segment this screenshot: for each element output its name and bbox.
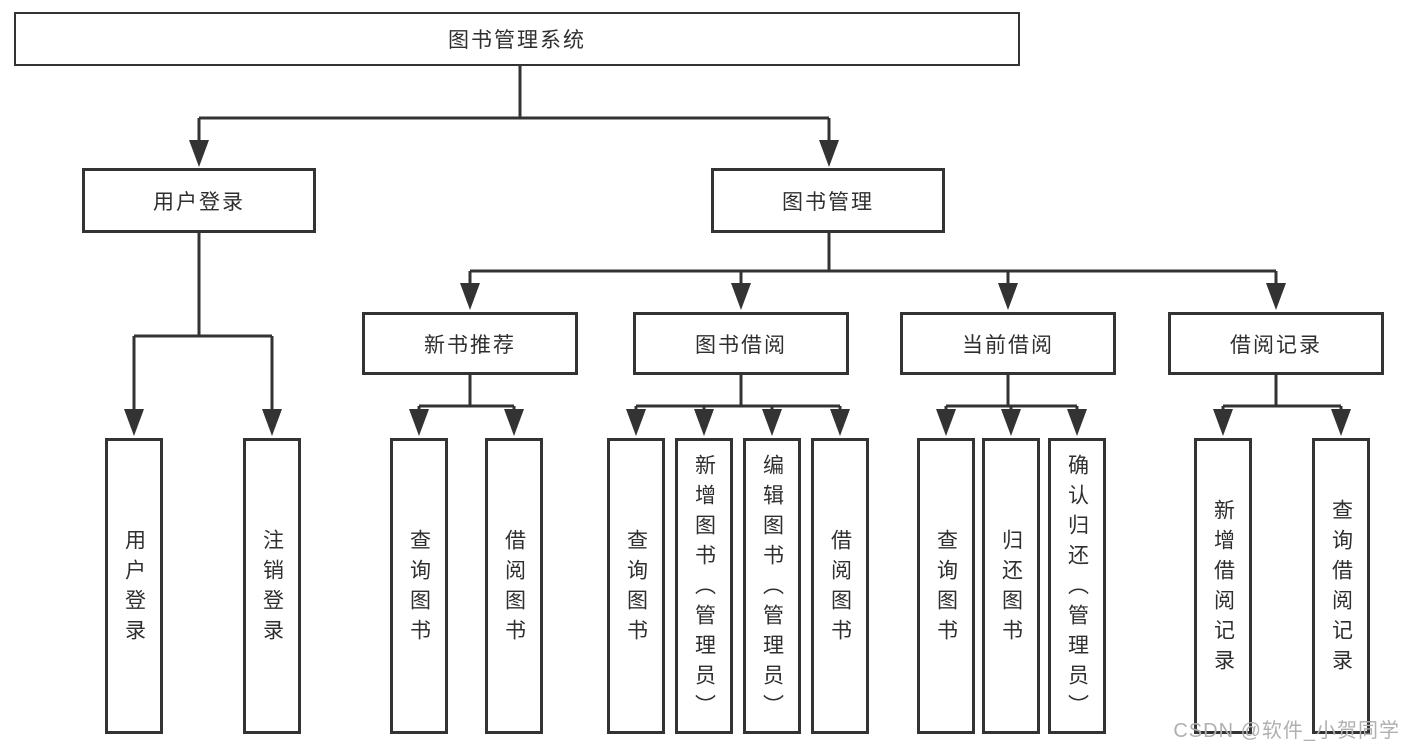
- leaf-borrow-borrow-books: 借阅图书: [811, 438, 869, 734]
- leaf-records-add-borrow-record: 新增借阅记录: [1194, 438, 1252, 734]
- leaf-borrow-query-books: 查询图书: [607, 438, 665, 734]
- leaf-newbook-query-books: 查询图书: [390, 438, 448, 734]
- leaf-borrow-edit-books-admin: 编辑图书（管理员）: [743, 438, 801, 734]
- node-library-management-system: 图书管理系统: [14, 12, 1020, 66]
- leaf-newbook-borrow-books: 借阅图书: [485, 438, 543, 734]
- node-new-book-recommendation: 新书推荐: [362, 312, 578, 375]
- node-book-borrowing: 图书借阅: [633, 312, 849, 375]
- leaf-current-confirm-return-admin: 确认归还（管理员）: [1048, 438, 1106, 734]
- node-user-login: 用户登录: [82, 168, 316, 233]
- node-borrowing-records: 借阅记录: [1168, 312, 1384, 375]
- leaf-records-query-borrow-record: 查询借阅记录: [1312, 438, 1370, 734]
- leaf-user-login: 用户登录: [105, 438, 163, 734]
- leaf-borrow-add-books-admin: 新增图书（管理员）: [675, 438, 733, 734]
- csdn-watermark: CSDN @软件_小贺同学: [1173, 720, 1400, 742]
- node-current-borrowing: 当前借阅: [900, 312, 1116, 375]
- leaf-current-query-books: 查询图书: [917, 438, 975, 734]
- leaf-logout: 注销登录: [243, 438, 301, 734]
- node-book-management: 图书管理: [711, 168, 945, 233]
- leaf-current-return-books: 归还图书: [982, 438, 1040, 734]
